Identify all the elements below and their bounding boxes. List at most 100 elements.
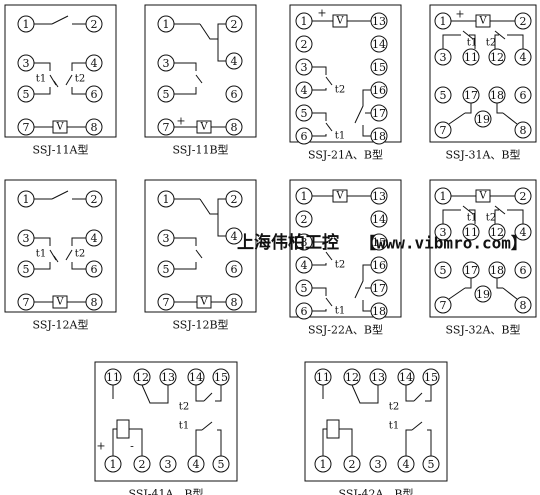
terminal-number: 12 <box>490 226 504 239</box>
terminal-11: 11 <box>314 368 332 386</box>
terminal-number: 17 <box>464 89 478 102</box>
wire <box>112 428 117 456</box>
terminal-3: 3 <box>17 54 35 72</box>
wire <box>411 421 423 431</box>
wire <box>65 249 73 261</box>
terminal-number: 14 <box>372 213 386 226</box>
terminal-number: 1 <box>301 190 308 203</box>
terminal-number: 2 <box>520 15 527 28</box>
panel-caption: SSJ-12A型 <box>33 318 89 332</box>
terminal-circle <box>369 455 387 473</box>
wire <box>448 112 466 125</box>
terminal-14: 14 <box>370 35 388 53</box>
terminal-circle <box>514 261 532 279</box>
terminal-number: 2 <box>231 18 238 31</box>
terminal-number: 8 <box>520 124 527 137</box>
terminal-7: 7 <box>434 296 452 314</box>
watermark: 上海伟柏工控【www.vibmro.com】 <box>237 232 527 253</box>
terminal-number: 16 <box>372 84 386 97</box>
t2-label: t2 <box>335 260 345 271</box>
coil-box: V <box>196 295 212 309</box>
t1-label: t1 <box>389 421 399 432</box>
panel-frame <box>144 179 257 313</box>
wire <box>325 251 333 261</box>
terminal-4: 4 <box>295 81 313 99</box>
coil-symbol <box>116 419 130 439</box>
terminal-8: 8 <box>514 121 532 139</box>
terminal-number: 11 <box>464 226 478 239</box>
wire <box>496 278 503 289</box>
terminal-4: 4 <box>85 229 103 247</box>
terminal-circle <box>295 35 313 53</box>
terminal-circle <box>225 52 243 70</box>
wire <box>405 429 412 456</box>
terminal-circle <box>434 86 452 104</box>
terminal-14: 14 <box>187 368 205 386</box>
terminal-18: 18 <box>488 86 506 104</box>
terminal-number: 6 <box>231 88 238 101</box>
terminal-circle <box>434 121 452 139</box>
terminal-4: 4 <box>514 48 532 66</box>
terminal-2: 2 <box>514 12 532 30</box>
terminal-18: 18 <box>370 127 388 145</box>
panel-frame <box>429 4 537 143</box>
wire <box>203 392 213 402</box>
wire <box>199 198 226 215</box>
terminal-number: 11 <box>106 371 120 384</box>
terminal-number: 19 <box>476 288 490 301</box>
coil-label: V <box>335 191 344 202</box>
terminal-number: 15 <box>372 61 386 74</box>
terminal-number: 5 <box>301 282 308 295</box>
terminal-circle <box>370 233 388 251</box>
wire <box>351 384 379 404</box>
wire <box>362 125 371 137</box>
wire <box>199 23 226 40</box>
panel-caption: SSJ-11B型 <box>172 143 228 157</box>
coil-box: V <box>332 189 348 203</box>
terminal-number: 12 <box>345 371 359 384</box>
t2-label: t2 <box>179 402 189 413</box>
terminal-1: 1 <box>17 15 35 33</box>
wire <box>34 87 51 95</box>
wire <box>217 429 222 456</box>
terminal-number: 3 <box>23 57 30 70</box>
terminal-number: 3 <box>23 232 30 245</box>
terminal-2: 2 <box>225 15 243 33</box>
wire <box>71 62 86 71</box>
terminal-circle <box>159 455 177 473</box>
terminal-12: 12 <box>343 368 361 386</box>
wire <box>71 237 86 246</box>
coil-box: V <box>52 295 68 309</box>
terminal-number: 18 <box>490 89 504 102</box>
t1-label: t1 <box>335 306 345 317</box>
terminal-number: 8 <box>91 121 98 134</box>
terminal-number: 18 <box>372 130 386 143</box>
terminal-4: 4 <box>397 455 415 473</box>
terminal-number: 2 <box>301 213 308 226</box>
terminal-13: 13 <box>370 12 388 30</box>
terminal-15: 15 <box>370 58 388 76</box>
terminal-number: 1 <box>440 190 447 203</box>
terminal-number: 4 <box>91 57 98 70</box>
wire <box>129 428 143 456</box>
terminal-7: 7 <box>17 118 35 136</box>
wire <box>53 80 59 88</box>
terminal-3: 3 <box>295 58 313 76</box>
watermark-url: 【www.vibmro.com】 <box>360 234 527 253</box>
panel-frame <box>289 179 402 318</box>
terminal-number: 6 <box>520 89 527 102</box>
terminal-number: 8 <box>520 299 527 312</box>
wire <box>312 112 327 121</box>
terminal-number: 2 <box>301 38 308 51</box>
wire <box>469 34 476 49</box>
wire <box>65 74 73 86</box>
terminal-16: 16 <box>370 81 388 99</box>
wire <box>195 429 202 456</box>
t1-label: t1 <box>335 131 345 142</box>
terminal-12: 12 <box>488 48 506 66</box>
